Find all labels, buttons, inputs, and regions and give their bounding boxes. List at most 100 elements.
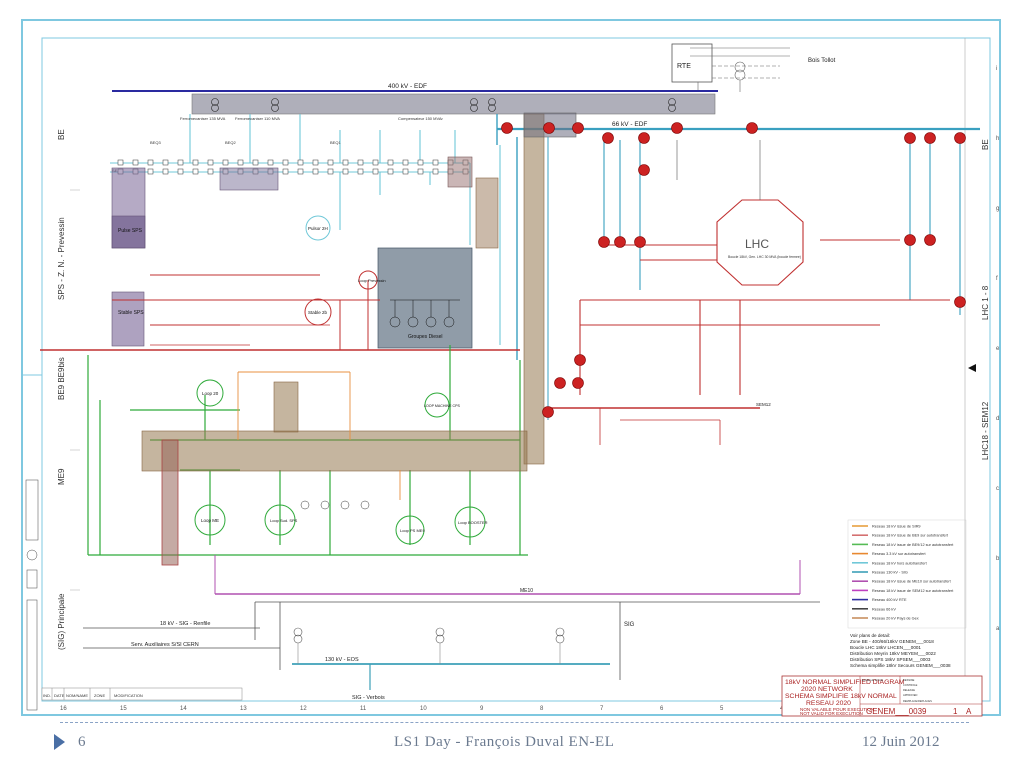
loop-sud-sps — [264, 504, 296, 536]
loop-booster — [454, 506, 486, 538]
loop-ps-me9 — [395, 515, 425, 545]
svg-text:DATE: DATE — [54, 693, 65, 698]
svg-text:Ferromecaniser 135 MVA: Ferromecaniser 135 MVA — [180, 116, 226, 121]
me9-small-zone — [273, 381, 299, 433]
circuit-breaker-icon — [924, 132, 936, 144]
switch-icon — [177, 159, 184, 166]
red-breakers — [501, 122, 966, 418]
circuit-breaker-icon — [572, 377, 584, 389]
switch-icon — [387, 168, 394, 175]
status-fr: NON VALABLE POUR EXECUTION — [800, 707, 874, 712]
left-section-labels: BE SPS - Z. N. - Prevessin BE9 BE9bis ME… — [57, 129, 66, 650]
switch-icon — [297, 159, 304, 166]
circuit-breaker-icon — [598, 236, 610, 248]
svg-text:APPROVED: APPROVED — [903, 693, 918, 697]
svg-text:Voir plans de detail:: Voir plans de detail: — [850, 633, 890, 638]
drawing-frame — [21, 19, 1001, 716]
edge-number: 7 — [600, 706, 604, 712]
loop-20-label: Loop 20 — [202, 391, 219, 396]
circuit-breaker-icon — [574, 354, 586, 366]
loop-prevessin-label: Loop Prevessin — [358, 278, 386, 283]
legend-label: Reseau 130 kV - SIG — [872, 571, 908, 575]
bus-130kv-label: 130 kV - EOS — [325, 657, 359, 663]
switch-icon — [357, 159, 364, 166]
svg-text:MODIFICATION: MODIFICATION — [114, 693, 143, 698]
svg-text:RELEASE: RELEASE — [903, 688, 915, 692]
pulsor-2h-loop — [305, 215, 331, 241]
switch-icon — [372, 168, 379, 175]
section-label-be9: BE9 BE9bis — [57, 357, 66, 400]
title-line-2: 2020 NETWORK — [801, 686, 853, 693]
switch-icon — [237, 159, 244, 166]
switch-icon — [177, 168, 184, 175]
svg-text:ECHELLE SCALE: ECHELLE SCALE — [862, 678, 883, 682]
edge-letter: d — [996, 416, 999, 422]
switch-icon — [222, 159, 229, 166]
footer-divider — [60, 722, 969, 723]
circuit-breaker-icon — [614, 236, 626, 248]
revision: 1 — [953, 707, 958, 716]
rte-box — [671, 43, 713, 83]
vertical-brown-box — [475, 177, 499, 249]
svg-text:REMPLACE/REPLACES: REMPLACE/REPLACES — [903, 699, 932, 703]
switch-icon — [207, 159, 214, 166]
be-station-zone — [191, 93, 716, 115]
switch-icon — [417, 168, 424, 175]
edge-letter: e — [996, 346, 1000, 352]
edge-letter: h — [996, 136, 999, 142]
switch-icon — [192, 168, 199, 175]
bus-400kv-label: 400 kV - EDF — [388, 83, 427, 90]
section-label-me9: ME9 — [57, 468, 66, 485]
diesel-group-box — [377, 247, 473, 349]
switch-icon — [342, 159, 349, 166]
svg-text:Boucle LHC 18kV LHCEN___0001: Boucle LHC 18kV LHCEN___0001 — [850, 645, 921, 650]
switch-icon — [312, 168, 319, 175]
legend-label: Reseau 18 kV issue de SIR9 — [872, 525, 921, 529]
circuit-breaker-icon — [542, 406, 554, 418]
pulsor-2h-label: Pulsor 2H — [308, 226, 328, 231]
edge-number: 12 — [300, 706, 307, 712]
sig-renfile-label: 18 kV - SIG - Renfile — [160, 621, 210, 627]
svg-text:Distribution SPS 18kV SPSEM___: Distribution SPS 18kV SPSEM___0003 — [850, 657, 931, 662]
edge-number: 16 — [60, 706, 67, 712]
bus-66kv-label: 66 kV - EDF — [612, 121, 647, 128]
left-margin-stamps — [25, 479, 39, 711]
svg-text:CONTROLE: CONTROLE — [903, 683, 918, 687]
circuit-breaker-icon — [904, 234, 916, 246]
switch-icon — [327, 168, 334, 175]
stable-sps-label: Stable SPS — [118, 310, 144, 316]
circuit-breaker-icon — [954, 132, 966, 144]
loop-machine-cps-label: LOOP MACHINE CPS — [424, 404, 460, 408]
edge-letter: i — [996, 66, 997, 72]
title-line-1: 18kV NORMAL SIMPLIFIED DIAGRAM — [785, 679, 905, 686]
static-compensator-box — [219, 167, 279, 191]
legend-label: Reseau 18 kV hors autotransfert — [872, 561, 928, 565]
circuit-breaker-icon — [634, 236, 646, 248]
loop-me-label: Loop ME — [201, 518, 219, 523]
svg-text:ME10: ME10 — [520, 588, 533, 594]
switch-icon — [312, 159, 319, 166]
loop-me — [194, 504, 226, 536]
edge-letter: a — [996, 626, 1000, 632]
central-vertical-bus-zone — [523, 113, 545, 465]
circuit-breaker-icon — [543, 122, 555, 134]
switch-icon — [162, 168, 169, 175]
loop-prevessin — [358, 270, 378, 290]
svg-text:Zone BE - 400/66/18kV GENEM___: Zone BE - 400/66/18kV GENEM___0018 — [850, 639, 934, 644]
switch-icon — [282, 159, 289, 166]
edge-number: 11 — [360, 706, 367, 712]
loop-ps-me9-label: Loop PS ME9 — [400, 528, 425, 533]
switch-icon — [432, 159, 439, 166]
status-en: NOT VALID FOR EXECUTION — [800, 711, 863, 716]
edge-number: 14 — [180, 706, 187, 712]
switch-icon — [267, 159, 274, 166]
edge-letter: c — [996, 486, 999, 492]
circuit-breaker-icon — [904, 132, 916, 144]
sig-verbois-label: SIG - Verbois — [352, 695, 385, 701]
switch-icon — [387, 159, 394, 166]
circuit-breaker-icon — [954, 296, 966, 308]
doc-number: GENEM___0039 — [866, 707, 927, 716]
switch-icon — [417, 159, 424, 166]
right-section-labels: BE LHC 1 - 8 LHC18 - SEM12 — [981, 139, 990, 460]
switch-icon — [372, 159, 379, 166]
